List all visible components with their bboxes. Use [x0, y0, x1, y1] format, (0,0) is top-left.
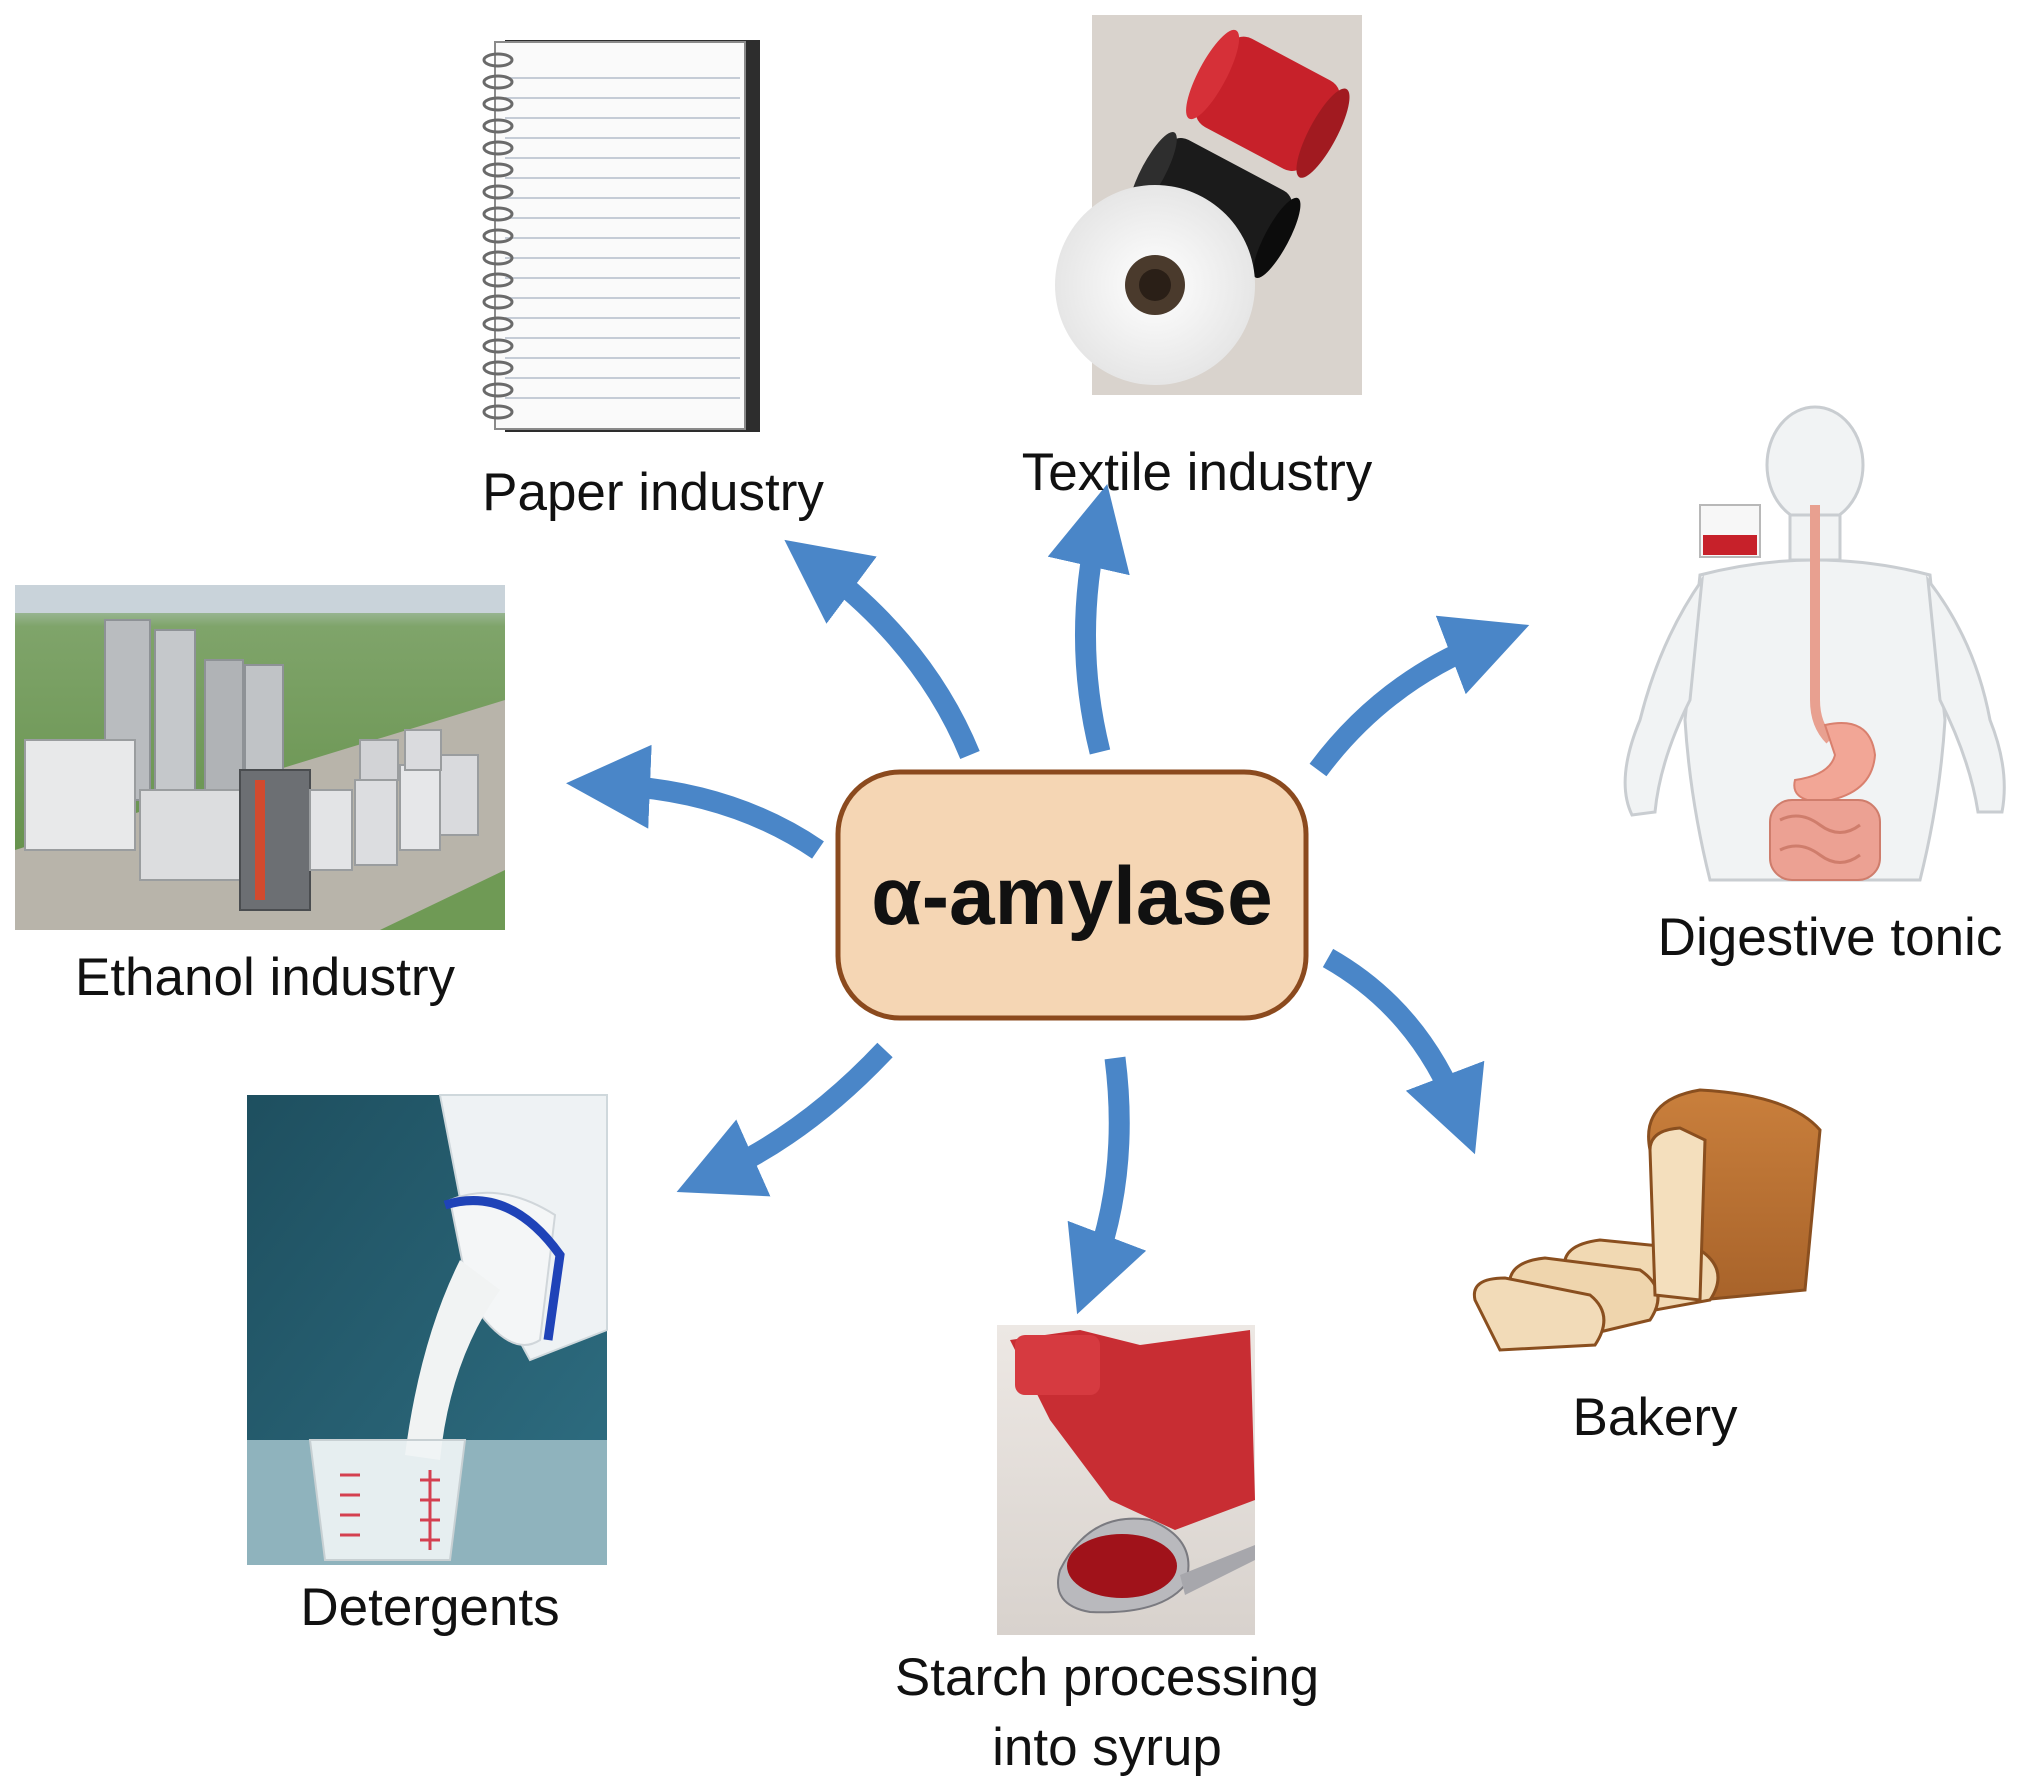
label-bakery: Bakery	[1573, 1388, 1738, 1447]
label-paper-industry: Paper industry	[482, 463, 824, 522]
label-starch-line1: Starch processing	[895, 1648, 1319, 1707]
arrow-to-starch	[1067, 1056, 1147, 1315]
label-detergents: Detergents	[300, 1578, 559, 1637]
arrows	[566, 484, 1530, 1315]
center-label: α-amylase	[871, 851, 1272, 942]
bread-image	[1472, 1088, 1822, 1352]
detergent-image	[247, 1094, 608, 1565]
notebook-image	[482, 40, 760, 432]
arrow-to-paper	[784, 539, 980, 759]
label-digestive-tonic: Digestive tonic	[1658, 908, 2003, 967]
center-node: α-amylase	[835, 769, 1309, 1021]
label-ethanol-industry: Ethanol industry	[75, 948, 456, 1007]
human-body-image	[1623, 405, 2006, 882]
label-textile-industry: Textile industry	[1022, 443, 1373, 502]
center-box	[835, 769, 1309, 1021]
syrup-image	[997, 1325, 1255, 1635]
arrow-to-bakery	[1322, 948, 1485, 1155]
arrow-to-detergents	[676, 1042, 893, 1197]
ethanol-plant-image	[15, 585, 505, 930]
arrow-to-ethanol	[566, 744, 824, 859]
arrow-to-textile	[1047, 484, 1130, 755]
thread-spools-image	[1055, 15, 1362, 395]
label-starch-line2: into syrup	[992, 1718, 1222, 1777]
arrow-to-digestive	[1309, 615, 1530, 777]
